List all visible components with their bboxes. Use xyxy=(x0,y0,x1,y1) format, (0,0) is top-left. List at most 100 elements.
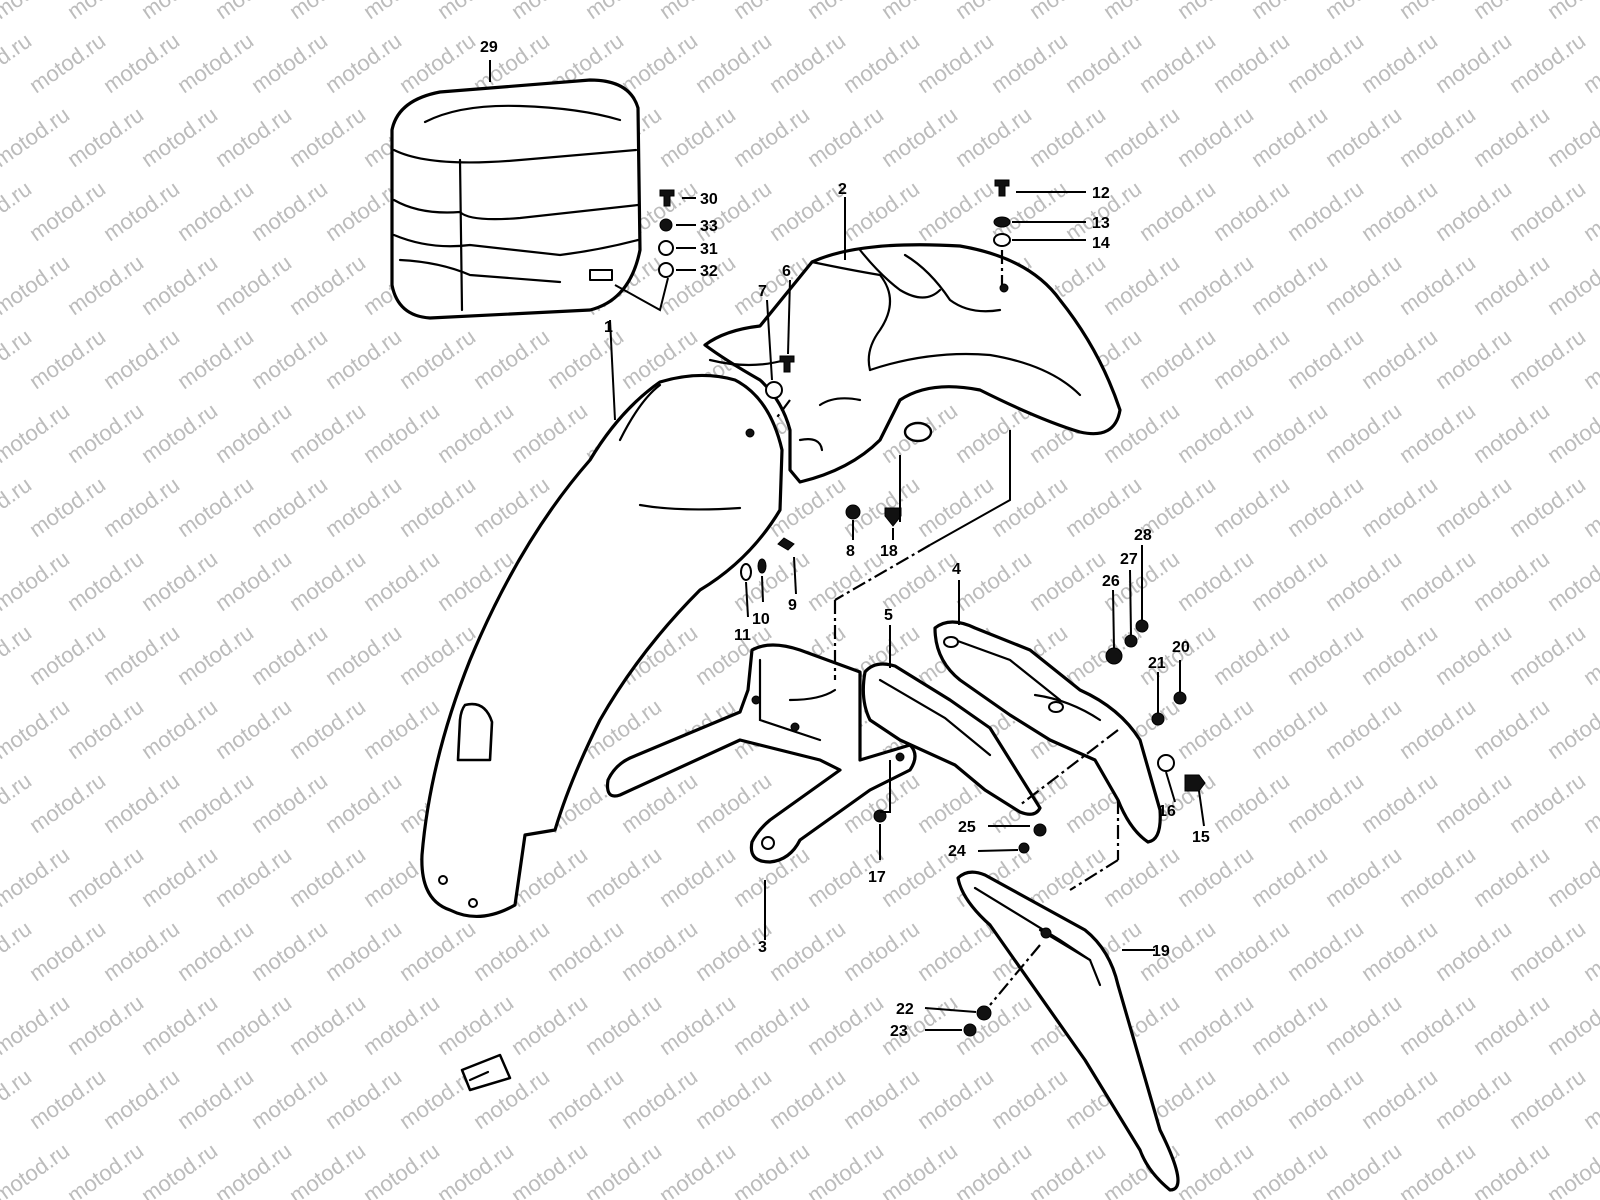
watermark-text: motod.ru xyxy=(1099,0,1184,24)
watermark-text: motod.ru xyxy=(359,398,444,468)
watermark-text: motod.ru xyxy=(803,0,888,24)
watermark-text: motod.ru xyxy=(655,842,740,912)
watermark-text: motod.ru xyxy=(173,916,258,986)
watermark-text: motod.ru xyxy=(877,102,962,172)
watermark-text: motod.ru xyxy=(1247,102,1332,172)
watermark-text: motod.ru xyxy=(1357,768,1442,838)
watermark-text: motod.ru xyxy=(877,0,962,24)
watermark-text: motod.ru xyxy=(877,1138,962,1200)
watermark-text: motod.ru xyxy=(1395,398,1480,468)
watermark-text: motod.ru xyxy=(1469,102,1554,172)
watermark-text: motod.ru xyxy=(1505,768,1590,838)
watermark-text: motod.ru xyxy=(63,1138,148,1200)
watermark-text: motod.ru xyxy=(1025,546,1110,616)
watermark-text: motod.ru xyxy=(1209,472,1294,542)
watermark-text: motod.ru xyxy=(0,1138,74,1200)
callout-11: 11 xyxy=(734,627,751,644)
watermark-text: motod.ru xyxy=(1283,620,1368,690)
watermark-text: motod.ru xyxy=(1431,472,1516,542)
watermark-text: motod.ru xyxy=(1173,842,1258,912)
watermark-text: motod.ru xyxy=(173,28,258,98)
watermark-text: motod.ru xyxy=(1505,472,1590,542)
watermark-text: motod.ru xyxy=(247,916,332,986)
watermark-text: motod.ru xyxy=(211,842,296,912)
watermark-text: motod.ru xyxy=(99,1064,184,1134)
watermark-text: motod.ru xyxy=(1247,0,1332,24)
watermark-text: motod.ru xyxy=(1469,250,1554,320)
watermark-text: motod.ru xyxy=(729,0,814,24)
watermark-text: motod.ru xyxy=(359,694,444,764)
callout-24: 24 xyxy=(948,843,966,860)
watermark-text: motod.ru xyxy=(1025,102,1110,172)
watermark-text: motod.ru xyxy=(211,250,296,320)
rear-fender-part xyxy=(420,373,784,919)
watermark-text: motod.ru xyxy=(951,990,1036,1060)
watermark-text: motod.ru xyxy=(1505,1064,1590,1134)
watermark-text: motod.ru xyxy=(1505,176,1590,246)
watermark-text: motod.ru xyxy=(655,990,740,1060)
watermark-text: motod.ru xyxy=(247,620,332,690)
fasteners xyxy=(460,179,1206,1092)
watermark-text: motod.ru xyxy=(1321,842,1406,912)
callout-32: 32 xyxy=(700,263,718,280)
watermark-text: motod.ru xyxy=(173,768,258,838)
watermark-text: motod.ru xyxy=(1469,842,1554,912)
watermark-text: motod.ru xyxy=(839,1064,924,1134)
watermark-text: motod.ru xyxy=(1247,842,1332,912)
bracket-left-part xyxy=(861,662,1042,816)
callout-18: 18 xyxy=(880,543,898,560)
watermark-text: motod.ru xyxy=(99,176,184,246)
watermark-text: motod.ru xyxy=(63,398,148,468)
callouts: 29 30 33 31 32 1 2 12 13 14 7 6 8 18 9 1… xyxy=(480,39,1210,1040)
callout-6: 6 xyxy=(782,263,791,280)
watermark-text: motod.ru xyxy=(729,102,814,172)
watermark-text: motod.ru xyxy=(1135,324,1220,394)
watermark-text: motod.ru xyxy=(691,28,776,98)
watermark-text: motod.ru xyxy=(173,324,258,394)
watermark-text: motod.ru xyxy=(285,842,370,912)
watermark-text: motod.ru xyxy=(25,176,110,246)
watermark-text: motod.ru xyxy=(1431,176,1516,246)
watermark-text: motod.ru xyxy=(173,472,258,542)
watermark-text: motod.ru xyxy=(1209,768,1294,838)
callout-22: 22 xyxy=(896,1001,914,1018)
callout-23: 23 xyxy=(890,1023,908,1040)
watermark-text: motod.ru xyxy=(25,620,110,690)
watermark-text: motod.ru xyxy=(1099,842,1184,912)
watermark-text: motod.ru xyxy=(1247,250,1332,320)
watermark-text: motod.ru xyxy=(1061,620,1146,690)
callout-16: 16 xyxy=(1158,803,1176,820)
watermark-text: motod.ru xyxy=(247,768,332,838)
watermark-text: motod.ru xyxy=(1357,916,1442,986)
callout-26: 26 xyxy=(1102,573,1120,590)
watermark-text: motod.ru xyxy=(1469,0,1554,24)
watermark-text: motod.ru xyxy=(1173,102,1258,172)
watermark-text: motod.ru xyxy=(285,694,370,764)
watermark-text: motod.ru xyxy=(1283,472,1368,542)
leader-lines xyxy=(489,60,1205,1031)
watermark-text: motod.ru xyxy=(581,990,666,1060)
watermark-text: motod.ru xyxy=(211,546,296,616)
watermark-text: motod.ru xyxy=(1247,546,1332,616)
watermark-text: motod.ru xyxy=(1173,1138,1258,1200)
watermark-text: motod.ru xyxy=(951,0,1036,24)
watermark-text: motod.ru xyxy=(99,324,184,394)
callout-15: 15 xyxy=(1192,829,1210,846)
watermark-text: motod.ru xyxy=(1283,768,1368,838)
watermark-text: motod.ru xyxy=(359,0,444,24)
watermark-text: motod.ru xyxy=(1321,398,1406,468)
watermark-text: motod.ru xyxy=(469,324,554,394)
watermark-text: motod.ru xyxy=(211,990,296,1060)
watermark-text: motod.ru xyxy=(1173,546,1258,616)
watermark-text: motod.ru xyxy=(913,176,998,246)
watermark-text: motod.ru xyxy=(433,1138,518,1200)
watermark-text: motod.ru xyxy=(1247,398,1332,468)
watermark-text: motod.ru xyxy=(987,28,1072,98)
callout-4: 4 xyxy=(952,561,961,578)
watermark-text: motod.ru xyxy=(1209,176,1294,246)
watermark-text: motod.ru xyxy=(285,546,370,616)
watermark-text: motod.ru xyxy=(137,398,222,468)
watermark-text: motod.ru xyxy=(1543,1138,1600,1200)
mudguard-flap-part xyxy=(956,870,1180,1192)
watermark-text: motod.ru xyxy=(0,694,74,764)
